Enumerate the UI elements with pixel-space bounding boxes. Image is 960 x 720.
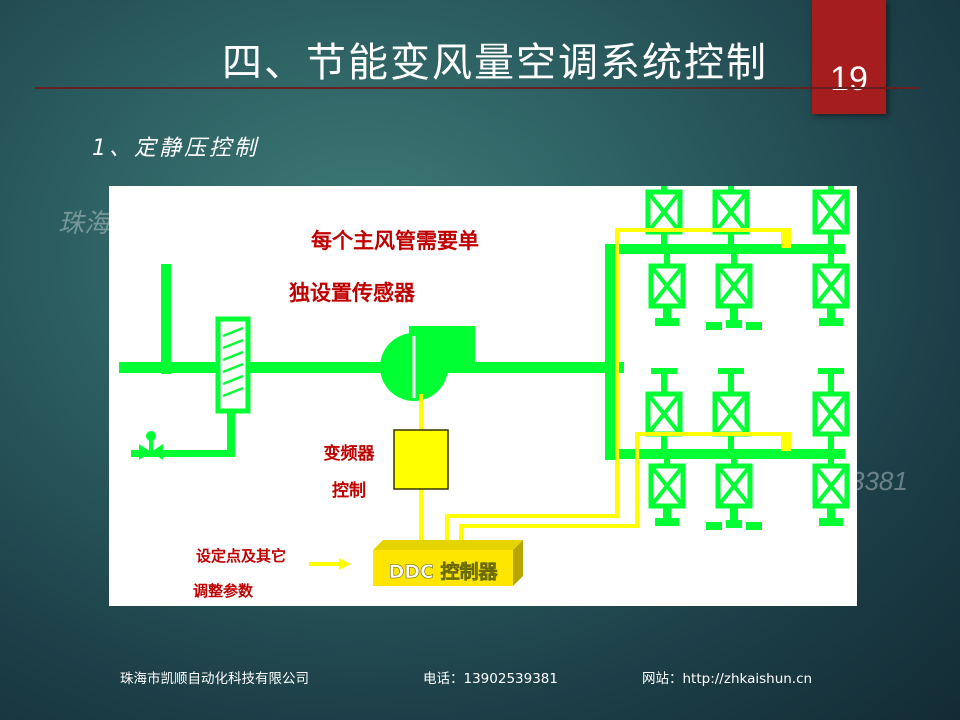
damper-valve-icon bbox=[139, 431, 163, 460]
main-supply-duct bbox=[119, 362, 624, 373]
vav-box-upper-2 bbox=[715, 192, 747, 232]
setpoint-label-line2: 调整参数 bbox=[193, 582, 254, 600]
vav-box-upper-1 bbox=[648, 192, 680, 232]
outdoor-air-inlet-duct bbox=[161, 264, 171, 374]
ddc-controller-block bbox=[373, 540, 523, 586]
return-air-line bbox=[131, 450, 235, 457]
vav-box-upper-4 bbox=[651, 266, 683, 306]
footer-website[interactable]: 网站：http://zhkaishun.cn bbox=[642, 671, 813, 687]
footer-company: 珠海市凯顺自动化科技有限公司 bbox=[120, 671, 309, 687]
footer-phone: 电话：13902539381 bbox=[423, 671, 558, 687]
supply-fan-icon bbox=[380, 326, 475, 401]
setpoint-arrow-icon bbox=[339, 558, 351, 570]
page-badge bbox=[812, 0, 886, 114]
watermark-right: 3381 bbox=[850, 466, 908, 496]
sensor-note-line2: 独设置传感器 bbox=[289, 281, 416, 305]
section-heading: 1、定静压控制 bbox=[92, 136, 259, 161]
vav-box-lower-1 bbox=[648, 394, 680, 434]
upper-branch-duct bbox=[605, 244, 845, 254]
filter-coil bbox=[215, 316, 251, 414]
vfd-label-line2: 控制 bbox=[332, 480, 366, 501]
title-divider bbox=[35, 87, 920, 89]
static-pressure-sensor-upper bbox=[781, 230, 791, 248]
vav-box-lower-2 bbox=[715, 394, 747, 434]
vav-box-lower-5 bbox=[718, 466, 750, 506]
vav-terminal-units bbox=[648, 186, 847, 530]
ddc-controller-label: DDC 控制器 bbox=[388, 560, 498, 583]
page-number: 19 bbox=[830, 60, 868, 98]
vertical-riser-duct bbox=[605, 244, 615, 460]
lower-branch-duct bbox=[605, 449, 845, 459]
vav-box-lower-3 bbox=[815, 394, 847, 434]
vav-box-upper-6 bbox=[815, 266, 847, 306]
sensor-note-line1: 每个主风管需要单 bbox=[311, 229, 479, 253]
vav-box-upper-3 bbox=[815, 192, 847, 232]
vav-box-lower-4 bbox=[651, 466, 683, 506]
vfd-label-line1: 变频器 bbox=[324, 443, 376, 464]
vav-box-upper-5 bbox=[718, 266, 750, 306]
vav-box-lower-6 bbox=[815, 466, 847, 506]
watermark-left: 珠海 bbox=[58, 209, 111, 239]
vfd-box bbox=[393, 429, 449, 490]
slide-title: 四、节能变风量空调系统控制 bbox=[222, 40, 768, 86]
supply-duct-system bbox=[119, 244, 845, 460]
vav-static-pressure-diagram: 每个主风管需要单 独设置传感器 变频器 控制 DDC 控制器 设定点及其它 调整… bbox=[119, 186, 857, 600]
static-pressure-sensor-lower bbox=[781, 433, 791, 451]
setpoint-label-line1: 设定点及其它 bbox=[196, 547, 286, 565]
